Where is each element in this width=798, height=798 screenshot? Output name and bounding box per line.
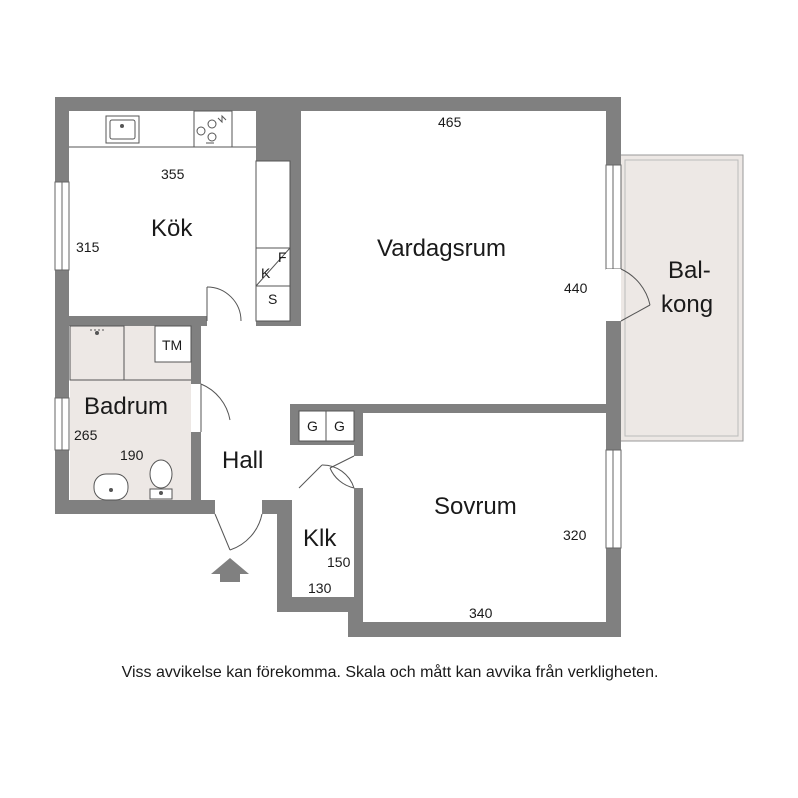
room-label-sovrum: Sovrum [434, 493, 517, 520]
balcony-floor [619, 154, 744, 442]
wardrobes [298, 410, 355, 442]
klk-width-label: 130 [308, 580, 332, 596]
room-label-balkong-1: Bal- [668, 257, 711, 284]
doors [200, 268, 651, 551]
stove-s-label: S [268, 291, 277, 307]
kok-depth-label: 315 [76, 239, 100, 255]
balcony-floor-inner [624, 159, 739, 437]
kitchen-counter [69, 110, 291, 322]
balcony-door-opening [606, 269, 621, 321]
sovrum-depth-label: 320 [563, 527, 587, 543]
vardagsrum-width-label: 465 [438, 114, 462, 130]
freezer-label: K [261, 265, 271, 281]
fridge-label: F [278, 249, 287, 265]
room-label-badrum: Badrum [84, 393, 168, 420]
bathroom-fixtures [69, 325, 192, 501]
room-label-vardagsrum: Vardagsrum [377, 235, 506, 262]
room-label-balkong-2: kong [661, 291, 713, 318]
room-label-klk: Klk [303, 525, 337, 552]
badrum-width-label: 190 [120, 447, 144, 463]
washer-label: TM [162, 337, 182, 353]
room-label-kok: Kök [151, 215, 193, 242]
room-label-hall: Hall [222, 447, 263, 474]
vardagsrum-depth-label: 440 [564, 280, 588, 296]
entrance-arrow-icon [211, 558, 249, 582]
windows [54, 164, 622, 549]
wardrobe-label-2: G [334, 418, 345, 434]
sovrum-width-label: 340 [469, 605, 493, 621]
kok-width-label: 355 [161, 166, 185, 182]
wardrobe-label-1: G [307, 418, 318, 434]
klk-depth-label: 150 [327, 554, 351, 570]
badrum-depth-label: 265 [74, 427, 98, 443]
disclaimer-text: Viss avvikelse kan förekomma. Skala och … [121, 664, 659, 681]
